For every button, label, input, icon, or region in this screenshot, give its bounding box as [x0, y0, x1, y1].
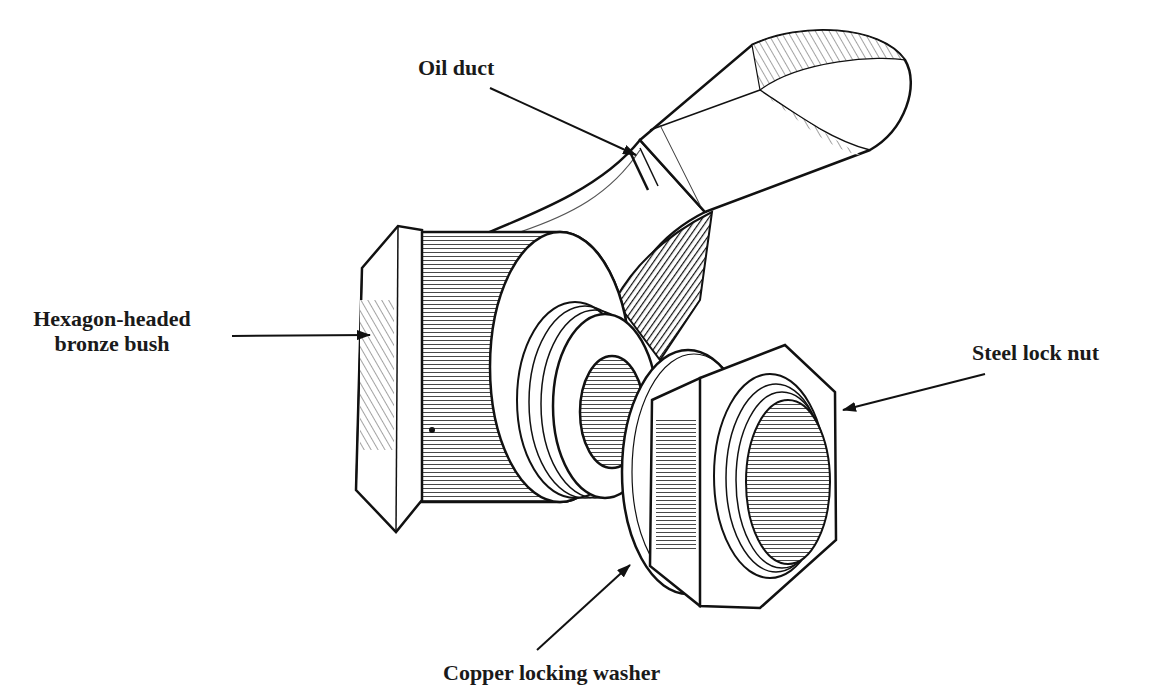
part-label: Hexagon-headed bronze bush: [12, 306, 212, 357]
leader-arrow: [232, 335, 370, 336]
lock-nut-face: [700, 345, 836, 608]
arm-pad: [640, 30, 911, 212]
leader-arrow: [843, 374, 985, 410]
leader-arrow: [537, 565, 630, 650]
leader-arrow: [490, 88, 636, 155]
part-label: Steel lock nut: [972, 340, 1157, 365]
part-label: Copper locking washer: [443, 660, 733, 685]
part-label: Oil duct: [418, 55, 558, 80]
bush-hex-head: [356, 226, 422, 532]
